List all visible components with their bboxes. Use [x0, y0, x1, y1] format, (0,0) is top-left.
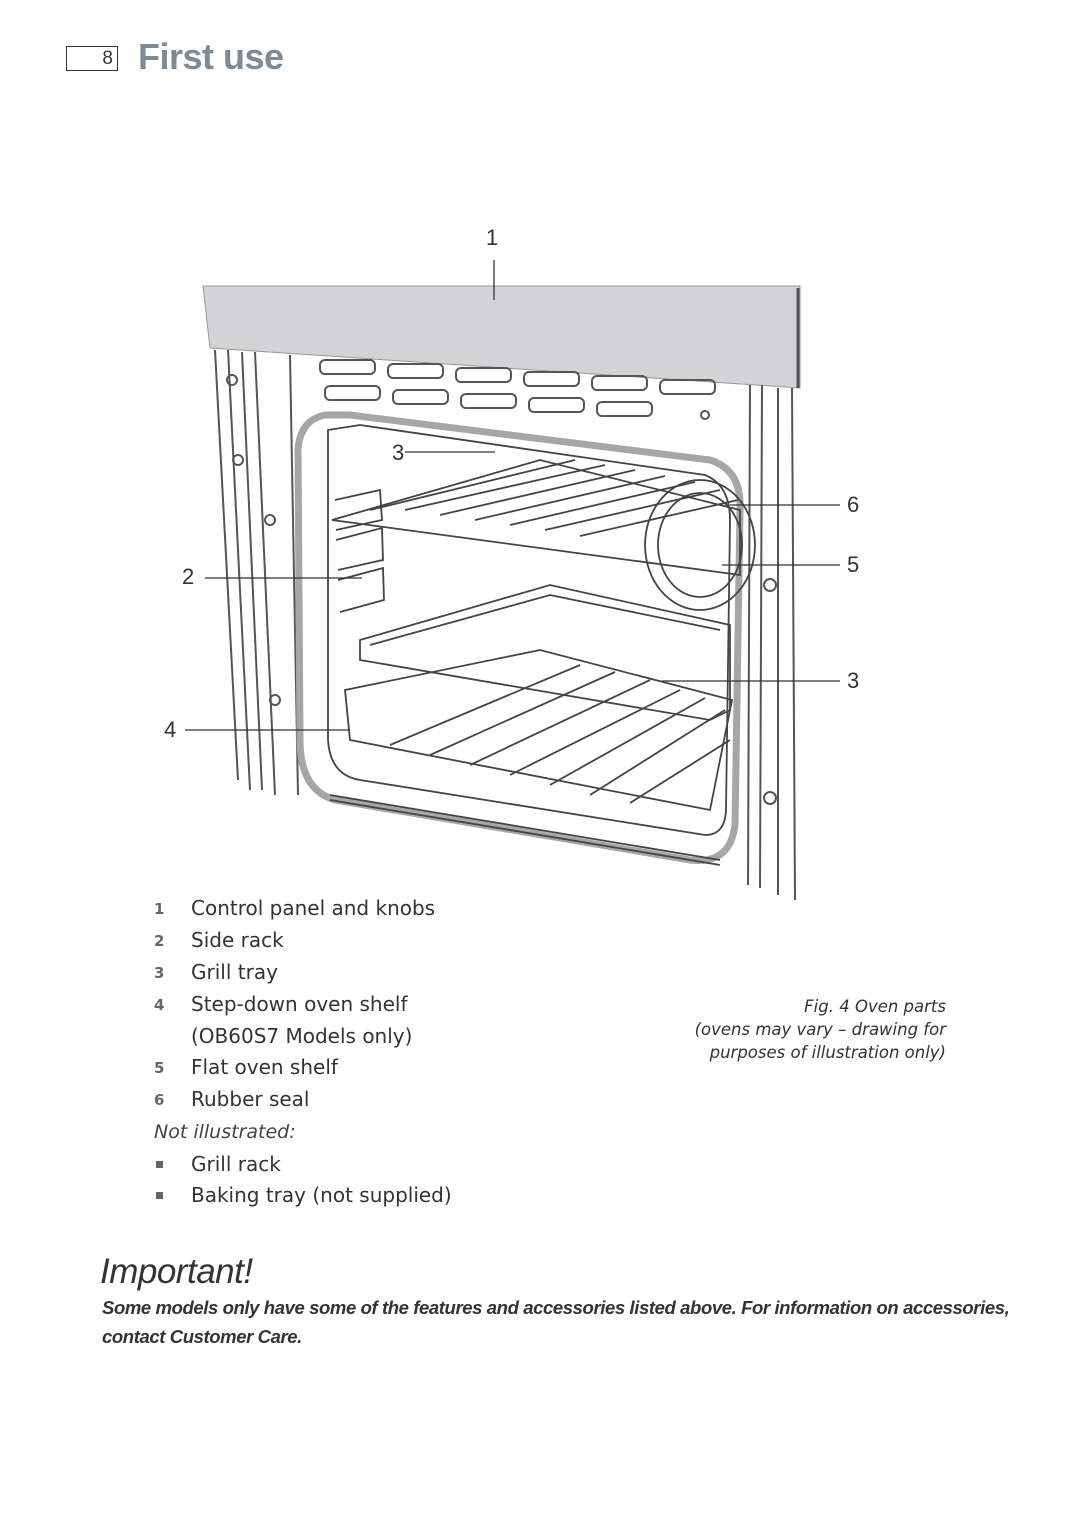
oven-cavity: [327, 424, 756, 866]
step-down-shelf-drawing: [344, 649, 734, 812]
list-item: Baking tray (not supplied): [154, 1180, 452, 1211]
fan-cover-drawing: [644, 479, 756, 611]
callout-lines: [185, 260, 840, 731]
callout-3-tray: 3: [847, 668, 859, 693]
caption-note-line1: (ovens may vary – drawing for: [694, 1020, 946, 1039]
figure-caption: Fig. 4 Oven parts (ovens may vary – draw…: [646, 995, 946, 1064]
rubber-seal: [294, 411, 744, 865]
callout-5: 5: [847, 552, 859, 577]
control-panel: [202, 285, 801, 389]
flat-shelf-drawing: [331, 459, 741, 577]
important-text: Some models only have some of the featur…: [102, 1297, 1010, 1347]
bullet-icon: [154, 1180, 191, 1211]
page-number: 8: [102, 48, 113, 69]
oven-frame: [214, 349, 796, 901]
page-title: First use: [138, 36, 284, 77]
callout-4: 4: [164, 717, 176, 742]
callout-3-grill: 3: [392, 440, 404, 465]
caption-title: Fig. 4 Oven parts: [804, 997, 946, 1016]
callout-2: 2: [182, 564, 194, 589]
oven-parts-figure: 1 2 3 3 4 5 6: [150, 220, 870, 910]
caption-note-line2: purposes of illustration only): [709, 1043, 946, 1062]
list-item: Grill rack: [154, 1149, 452, 1180]
page-number-box: 8: [66, 46, 118, 71]
callout-6: 6: [847, 492, 859, 517]
not-illustrated-title: Not illustrated:: [154, 1121, 296, 1143]
important-heading: Important!: [100, 1252, 253, 1291]
bullet-icon: [154, 1149, 191, 1180]
callout-1: 1: [486, 225, 498, 250]
grill-tray-drawing: [359, 584, 731, 721]
list-item: (OB60S7 Models only): [191, 1024, 413, 1048]
oven-illustration: 1 2 3 3 4 5 6: [164, 225, 859, 901]
not-illustrated-list: Grill rack Baking tray (not supplied): [154, 1149, 452, 1211]
